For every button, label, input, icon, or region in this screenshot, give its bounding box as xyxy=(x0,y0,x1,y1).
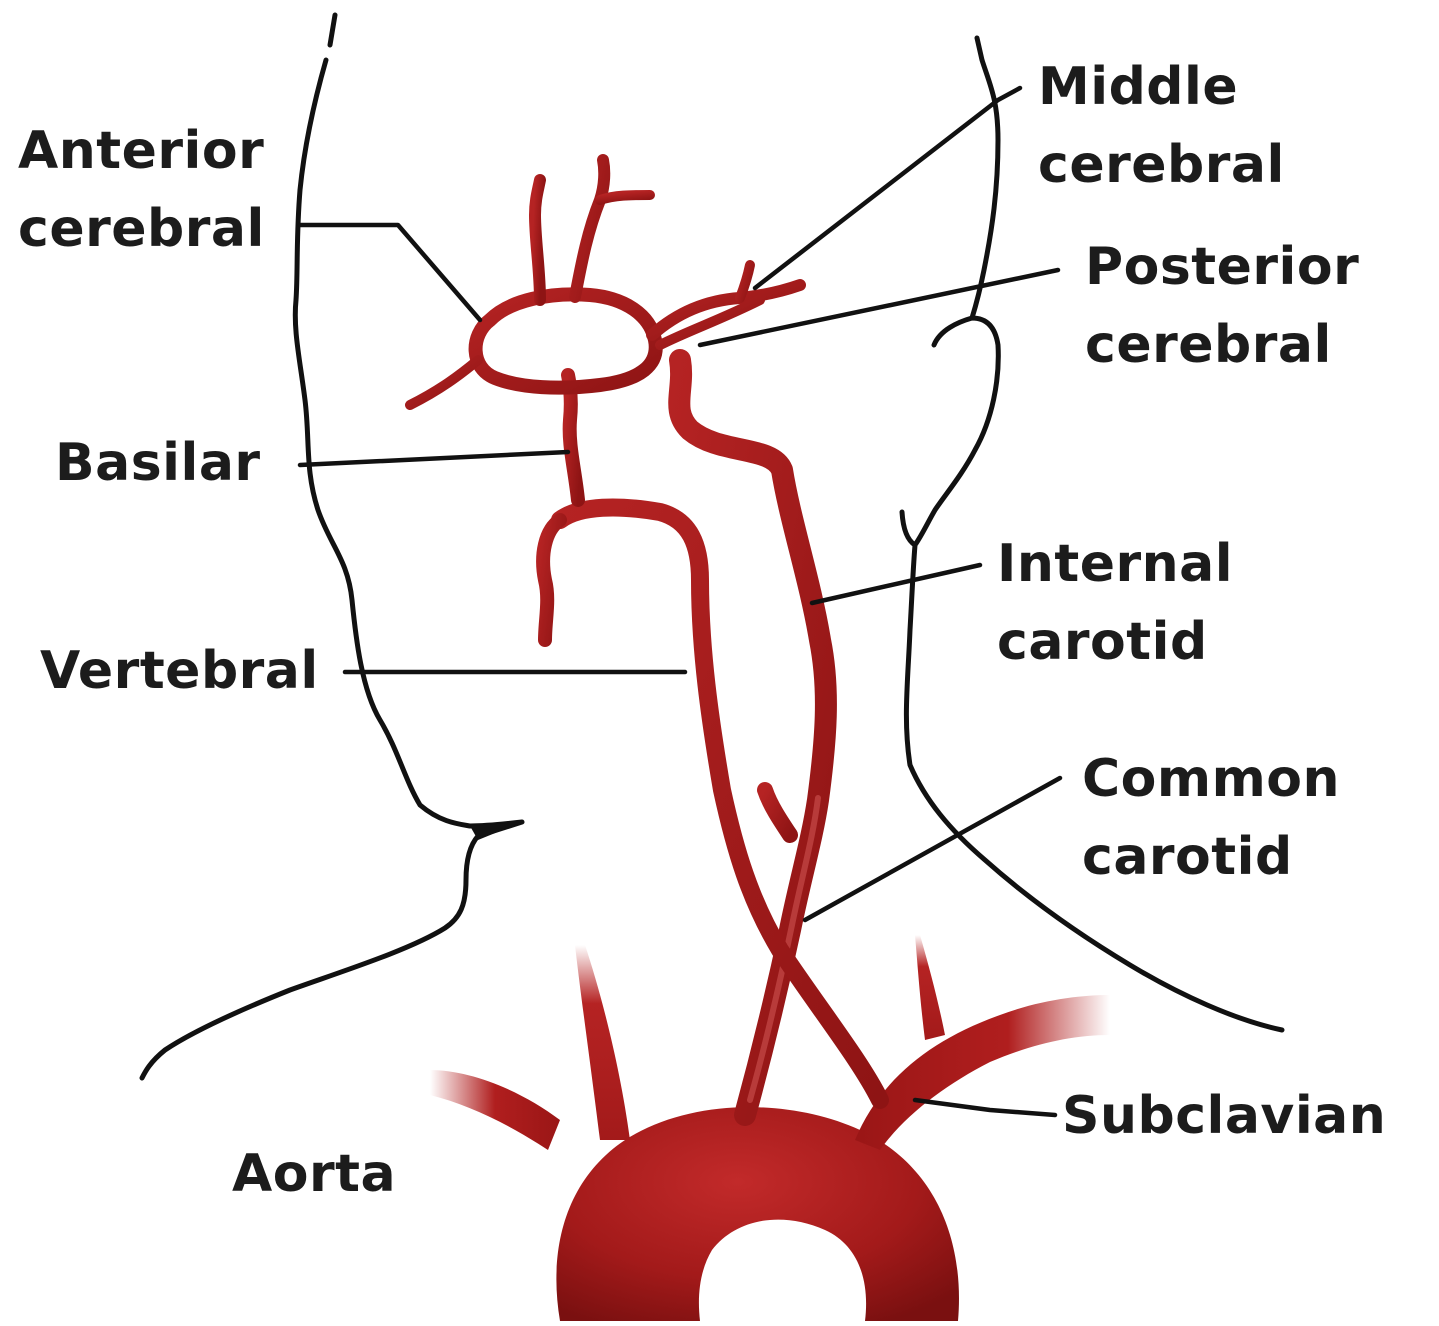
label-anterior-cerebral-line1: Anterior xyxy=(18,112,265,190)
label-anterior-cerebral-line2: cerebral xyxy=(18,190,265,268)
internal-carotid-leader xyxy=(812,565,980,603)
label-common-carotid: Common carotid xyxy=(1082,740,1340,896)
label-vertebral: Vertebral xyxy=(40,632,319,710)
middle-cerebral-leader xyxy=(755,88,1020,288)
anterior-cerebral-branch xyxy=(535,180,540,300)
label-basilar-line1: Basilar xyxy=(55,424,261,502)
left-cerebral-twig xyxy=(410,360,478,405)
label-subclavian-line1: Subclavian xyxy=(1062,1077,1386,1155)
label-anterior-cerebral: Anterior cerebral xyxy=(18,112,265,268)
label-vertebral-line1: Vertebral xyxy=(40,632,319,710)
label-internal-carotid-line2: carotid xyxy=(997,603,1233,681)
label-common-carotid-line1: Common xyxy=(1082,740,1340,818)
common-carotid-artery xyxy=(679,360,826,1115)
anterior-cerebral-leader xyxy=(300,225,480,320)
label-aorta: Aorta xyxy=(232,1135,396,1213)
brachiocephalic-branch xyxy=(575,945,630,1140)
label-posterior-cerebral-line1: Posterior xyxy=(1085,228,1359,306)
label-internal-carotid: Internal carotid xyxy=(997,525,1233,681)
left-aortic-branch xyxy=(430,1070,560,1150)
label-internal-carotid-line1: Internal xyxy=(997,525,1233,603)
label-middle-cerebral-line2: cerebral xyxy=(1038,126,1285,204)
common-carotid-leader xyxy=(805,778,1060,920)
subclavian-upper-branch xyxy=(915,935,945,1040)
label-common-carotid-line2: carotid xyxy=(1082,818,1340,896)
subclavian-leader xyxy=(915,1100,1055,1115)
label-posterior-cerebral-line2: cerebral xyxy=(1085,306,1359,384)
external-carotid-branch xyxy=(765,790,790,835)
label-subclavian: Subclavian xyxy=(1062,1077,1386,1155)
leader-lines xyxy=(300,88,1060,1115)
label-middle-cerebral: Middle cerebral xyxy=(1038,48,1285,204)
anterior-cerebral-twig xyxy=(600,195,650,200)
basilar-leader xyxy=(300,452,568,465)
anterior-cerebral-branch-2 xyxy=(575,160,604,297)
circle-of-willis xyxy=(410,160,800,405)
label-basilar: Basilar xyxy=(55,424,261,502)
vertebral-stub xyxy=(543,520,560,640)
label-posterior-cerebral: Posterior cerebral xyxy=(1085,228,1359,384)
label-aorta-line1: Aorta xyxy=(232,1135,396,1213)
label-middle-cerebral-line1: Middle xyxy=(1038,48,1285,126)
